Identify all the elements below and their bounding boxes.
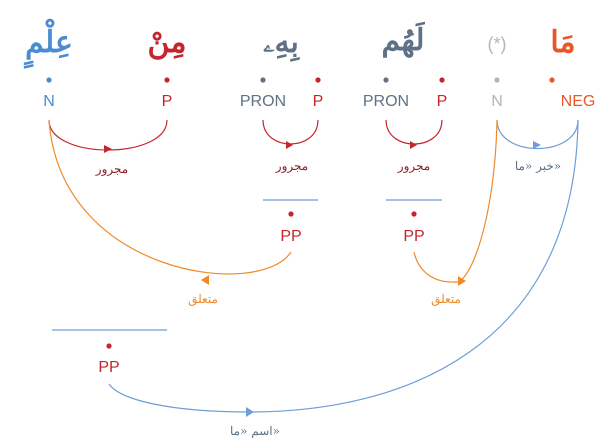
word-lahum: لَهُم [382, 21, 426, 58]
node-dot [439, 77, 445, 83]
word-lahum-text: لَهُم [382, 21, 426, 58]
pp-label: PP [403, 228, 424, 245]
pos-tag-p: P [313, 93, 324, 110]
arcs-majrur [48, 119, 443, 153]
arc-arrowhead [104, 145, 112, 153]
word-bihi: بِهِۦ [263, 25, 300, 62]
arc-ism [108, 119, 579, 417]
relation-label-majrur: مجرور [275, 159, 308, 173]
node-dots [46, 77, 555, 83]
word-elided: (*) [488, 34, 507, 54]
relation-label-majrur: مجرور [95, 162, 128, 176]
arc-khabar-path [496, 119, 579, 149]
pos-tag-neg: NEG [561, 93, 596, 110]
arc-mutaalliq-left [48, 119, 292, 275]
pp-dot [106, 343, 112, 349]
word-bihi-text: بِهِۦ [263, 25, 300, 62]
pp-dot [288, 211, 294, 217]
pp-label: PP [280, 228, 301, 245]
node-dot [315, 77, 321, 83]
arc-ism-path [108, 119, 579, 413]
pos-tag-pron: PRON [363, 93, 409, 110]
arc-arrowhead [410, 141, 417, 149]
word-ilm: عِلْمٍ [23, 18, 73, 68]
relation-labels: مجرور مجرور مجرور خبر «ما» [95, 159, 561, 176]
pos-tag-pron: PRON [240, 93, 286, 110]
arc-arrowhead [201, 275, 209, 285]
arc-arrowhead [458, 276, 466, 286]
arc-khabar [496, 119, 579, 149]
arc-arrowhead [286, 141, 293, 149]
pos-tags: NEG N PRON P PRON P P N [43, 93, 595, 110]
word-ma: مَا [550, 25, 575, 60]
word-row: مَا (*) لَهُم بِهِۦ مِنْ عِلْمٍ [23, 18, 576, 68]
arcs-mutaalliq [48, 119, 498, 286]
relation-label-mutaalliq: متعلق [431, 292, 461, 306]
relation-label-khabar: خبر «ما» [515, 159, 561, 173]
relation-label-mutaalliq: متعلق [188, 292, 218, 306]
arc-majrur-min-ilm [48, 119, 168, 151]
pp-dot [411, 211, 417, 217]
pos-tag-p: P [162, 93, 173, 110]
pos-tag-n-elided: N [491, 93, 503, 110]
arc-majrur-lahum [385, 119, 443, 145]
pos-tag-p: P [437, 93, 448, 110]
arc-arrowhead [246, 407, 254, 417]
arc-majrur-bihi [262, 119, 319, 145]
arc-arrowhead [533, 141, 541, 149]
relation-label-ism: اسم «ما» [230, 424, 280, 438]
pp-nodes: PP PP PP [52, 199, 442, 376]
word-min: مِنْ [148, 25, 187, 60]
node-dot [549, 77, 555, 83]
node-dot [383, 77, 389, 83]
node-dot [164, 77, 170, 83]
pp-label: PP [98, 359, 119, 376]
arc-mutaalliq-right [413, 119, 498, 283]
node-dot [494, 77, 500, 83]
node-dot [46, 77, 52, 83]
relation-label-majrur: مجرور [397, 159, 430, 173]
node-dot [260, 77, 266, 83]
pos-tag-n: N [43, 93, 55, 110]
